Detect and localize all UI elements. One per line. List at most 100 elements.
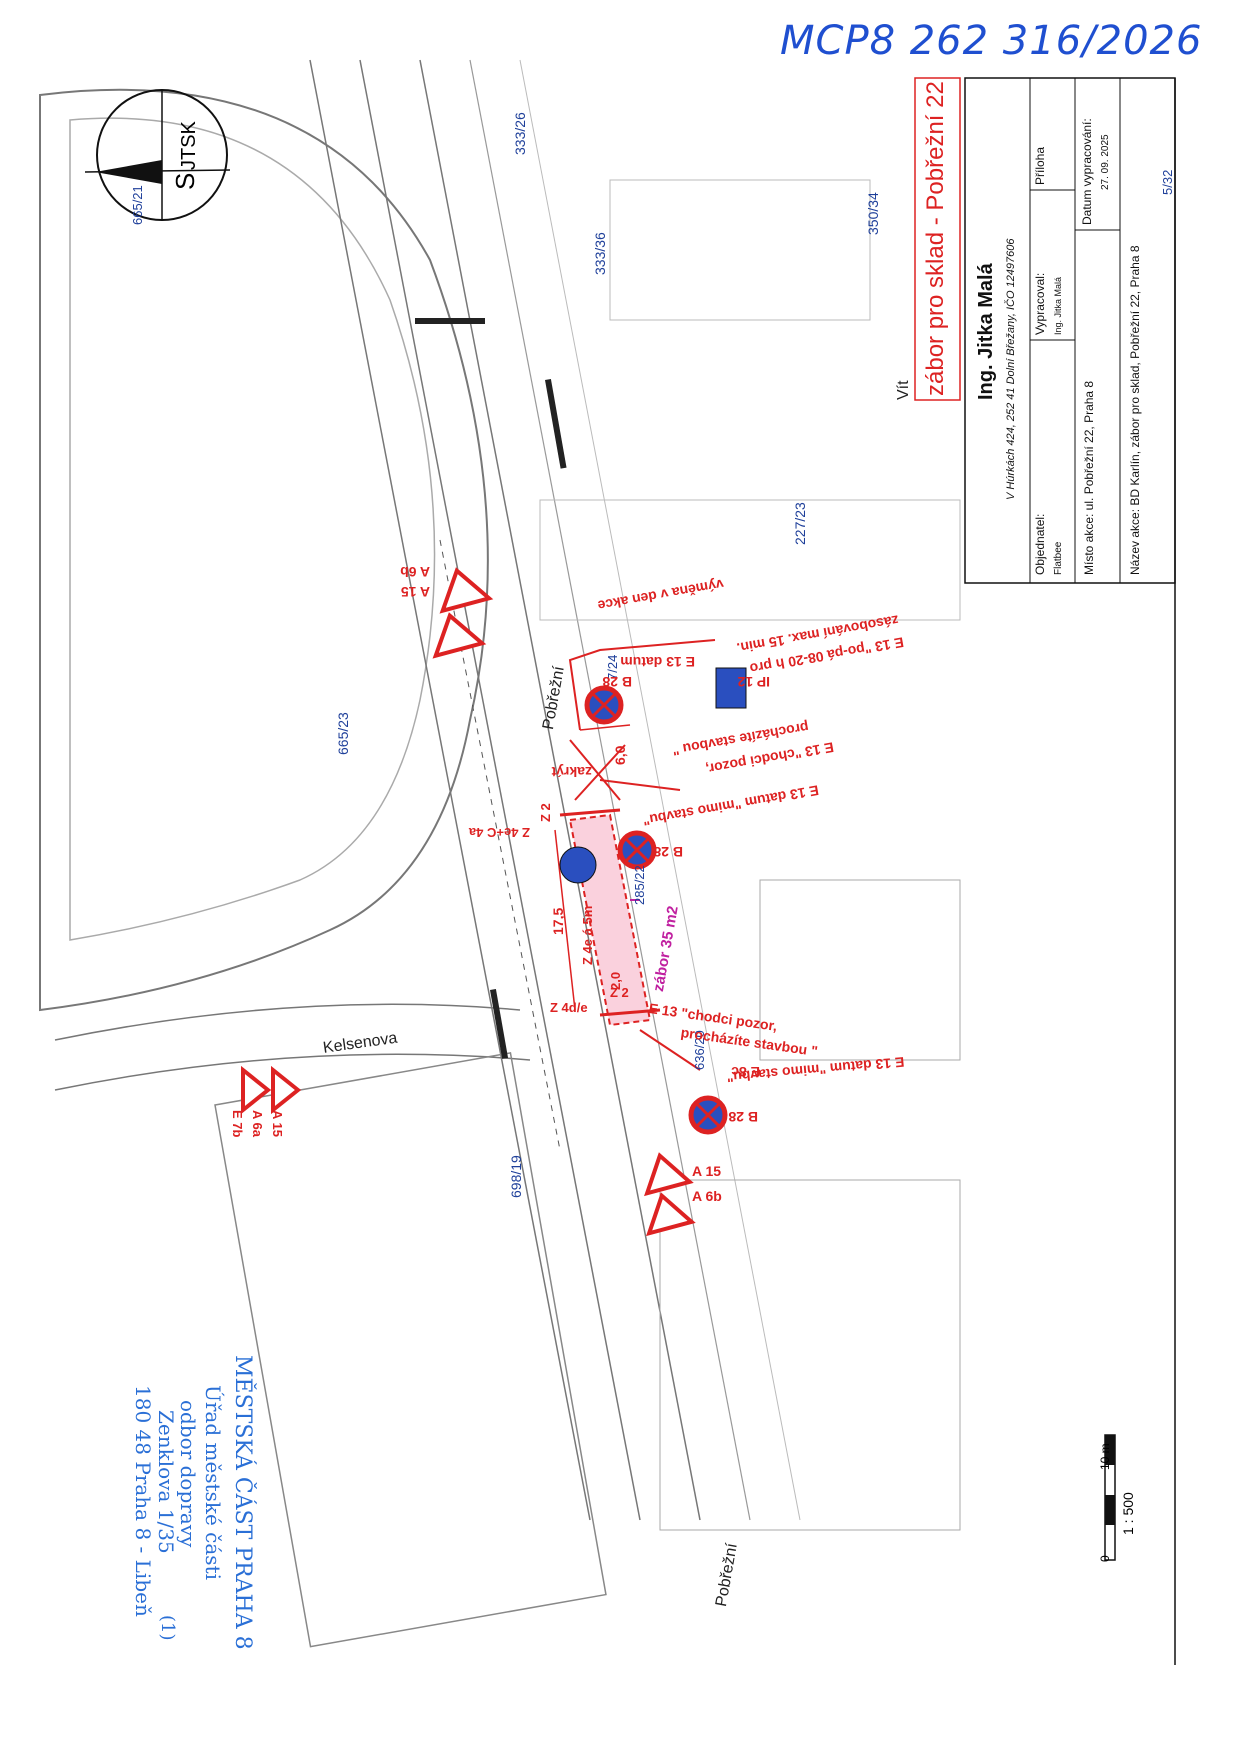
park-outline: [39, 88, 489, 1012]
company-address: V Húrkách 424, 252 41 Dolní Břežany, IČO…: [1005, 238, 1017, 500]
label-e7b-left: E 7b: [230, 1110, 245, 1138]
leader-ip12: [568, 639, 716, 731]
datum-label: Datum vypracování:: [1080, 118, 1094, 225]
block-2: [659, 1179, 961, 1531]
block-4: [539, 499, 961, 621]
datum-value: 27. 09. 2025: [1100, 134, 1111, 190]
road-edge-4: [469, 59, 751, 1521]
scale-fill-2: [1105, 1495, 1115, 1525]
parcel-5-32: 5/32: [1160, 169, 1175, 195]
leader-dim-60: [579, 724, 631, 731]
leader-b28-bot: [639, 1029, 701, 1071]
project-title-box: [914, 77, 961, 401]
road-edge-2: [359, 59, 641, 1521]
street-vit-partial: Vít: [895, 380, 912, 400]
label-b28-mid: B 28: [653, 844, 683, 860]
leader-dim-175: [554, 829, 576, 1011]
stamp-line-2: Úřad městské části: [201, 1385, 225, 1580]
a15-triangle-bot: [644, 1152, 694, 1197]
label-b28-bot: B 28: [728, 1109, 758, 1125]
label-dim-60: 6,0: [612, 745, 628, 765]
parcel-285-22: 285/22: [632, 865, 647, 905]
zabor-marker-1: [559, 808, 621, 817]
stamp-line-1: MĚSTSKÁ ČÁST PRAHA 8: [230, 1355, 255, 1650]
scale-ratio: 1 : 500: [1120, 1492, 1136, 1535]
leader-zakryt-2: [574, 744, 626, 801]
crosswalk-3: [490, 988, 509, 1059]
zabor-marker-2: [599, 1008, 661, 1017]
title-block-frame: [964, 77, 1176, 584]
misto-akce: Místo akce: ul. Pobřežní 22, Praha 8: [1082, 380, 1096, 575]
a15-triangle-top: [439, 567, 494, 614]
label-dim-175: 17,5: [550, 907, 566, 935]
a6b-triangle-top: [432, 612, 487, 659]
nazev-akce: Název akce: BD Karlín, zábor pro sklad, …: [1128, 245, 1142, 575]
label-z4e-c4a: Z 4e+C 4a: [468, 825, 530, 840]
label-e13-top: E 13 datum: [620, 654, 695, 670]
priloha-label: Příloha: [1033, 146, 1047, 185]
rail-dash: [439, 539, 561, 1151]
label-a6a-left: A 6a: [250, 1110, 265, 1137]
park-inner: [69, 117, 436, 941]
ip12-sign: [715, 667, 747, 709]
label-z2-bot: Z 2: [610, 985, 629, 1000]
label-z4d: Z 4d/e: [550, 1000, 588, 1015]
b28-x2-top: [590, 691, 618, 719]
block-1: [214, 1052, 607, 1648]
label-z2-top: Z 2: [538, 803, 553, 822]
parcel-698-19: 698/19: [508, 1155, 524, 1198]
vypracoval-label: Vypracoval:: [1033, 272, 1047, 335]
compass-north-label: S: [170, 172, 200, 190]
road-edge-5: [519, 59, 801, 1521]
road-edge-1: [309, 59, 591, 1521]
b28-x2-mid: [623, 836, 651, 864]
leader-chodci: [599, 779, 681, 791]
stamp-number: (1): [157, 1615, 178, 1641]
compass-arrow: [95, 160, 162, 184]
crosswalk-1: [415, 318, 485, 324]
project-title: zábor pro sklad - Pobřežní 22: [922, 81, 949, 396]
parcel-350-34: 350/34: [865, 192, 881, 235]
a15-triangle-left: [271, 1065, 302, 1115]
block-5: [609, 179, 871, 321]
company-name: Ing. Jitka Malá: [975, 263, 997, 400]
label-a6b-bot: A 6b: [692, 1188, 722, 1204]
scale-label-ten: 10 m: [1098, 1443, 1112, 1470]
vypracoval-value: Ing. Jitka Malá: [1053, 276, 1063, 335]
label-a15-bot: A 15: [692, 1163, 722, 1179]
compass-system-label: JTSK: [178, 121, 200, 170]
stamp-line-4: Zenklova 1/35: [154, 1410, 178, 1554]
parcel-333-36: 333/36: [592, 232, 608, 275]
parcel-665-21: 665/21: [130, 185, 145, 225]
label-z4e-5m: Z 4e á 5m: [580, 905, 595, 965]
label-a15-top: A 15: [400, 584, 430, 600]
b28-x2-bot: [694, 1101, 722, 1129]
label-a15-left: A 15: [270, 1110, 285, 1137]
kelsenova-road-2: [54, 1053, 531, 1091]
road-edge-3: [419, 59, 701, 1521]
direction-sign: [559, 846, 597, 884]
objednatel-value: Flatbee: [1053, 541, 1064, 575]
label-nimo2-b: E 8c: [731, 1064, 760, 1080]
parcel-665-23: 665/23: [335, 712, 351, 755]
leader-zakryt-1: [569, 739, 621, 801]
a6a-triangle-left: [241, 1065, 272, 1115]
block-3: [759, 879, 961, 1061]
crosswalk-2: [545, 378, 567, 469]
objednatel-label: Objednatel:: [1033, 513, 1047, 575]
label-b28-top: B 28: [602, 674, 632, 690]
label-zakryt: zakrýt: [551, 764, 592, 780]
kelsenova-road-1: [54, 1003, 521, 1041]
parcel-333-26: 333/26: [512, 112, 528, 155]
parcel-227-23: 227/23: [792, 502, 808, 545]
a6b-triangle-bot: [646, 1192, 696, 1237]
scale-label-zero: 0: [1098, 1555, 1112, 1562]
handwritten-reference: MCP8 262 316/2026: [780, 18, 1203, 64]
scale-fill-1: [1105, 1435, 1115, 1465]
label-a6b-top: A 6b: [400, 564, 430, 580]
stamp-line-3: odbor dopravy: [176, 1400, 200, 1548]
stamp-line-5: 180 48 Praha 8 - Libeň: [131, 1385, 155, 1617]
